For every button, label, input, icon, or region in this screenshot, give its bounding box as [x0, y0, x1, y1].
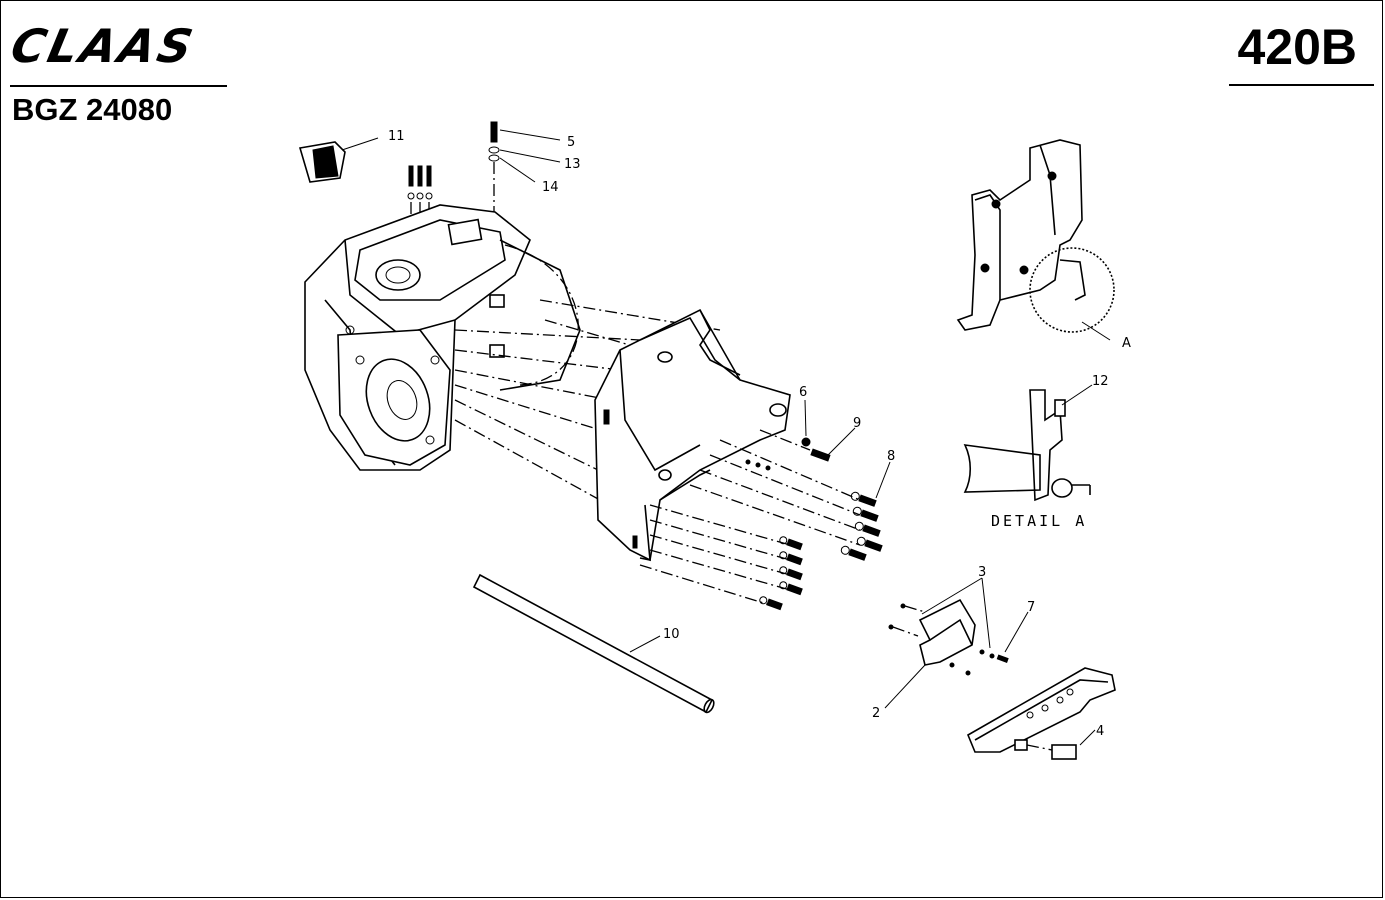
- logo-underline: [10, 85, 227, 87]
- part-2-bracket: [884, 577, 1029, 709]
- callout-11: 11: [388, 129, 405, 144]
- lower-bolt-row: [639, 504, 803, 611]
- callout-14: 14: [542, 180, 559, 195]
- bolt-9: [759, 427, 856, 462]
- part-4-axle-beam: [966, 667, 1116, 760]
- callout-10: 10: [663, 627, 680, 642]
- callout-3: 3: [978, 565, 986, 580]
- callout-5: 5: [567, 135, 575, 150]
- callout-a: A: [1122, 336, 1131, 351]
- assembly-overview: [956, 139, 1115, 341]
- front-frame: [594, 308, 791, 562]
- model-number: 420B: [1237, 19, 1357, 75]
- bolt-group-8: [689, 439, 891, 561]
- part-11-cover: [298, 137, 379, 183]
- callout-12: 12: [1092, 374, 1109, 389]
- callout-9: 9: [853, 416, 861, 431]
- callout-8: 8: [887, 449, 895, 464]
- model-underline: [1229, 84, 1374, 86]
- parts-5-13-14-stack: [488, 121, 561, 232]
- callout-13: 13: [564, 157, 581, 172]
- callout-7: 7: [1027, 600, 1035, 615]
- detail-a-drawing: [963, 384, 1093, 502]
- transmission-housing: [304, 204, 581, 471]
- drawing-code: BGZ 24080: [12, 92, 173, 127]
- part-10-rod: [472, 573, 715, 714]
- washer-6: [801, 399, 811, 447]
- alignment-lines: [454, 299, 721, 501]
- detail-a-caption: DETAIL A: [991, 512, 1087, 530]
- callout-6: 6: [799, 385, 807, 400]
- callout-2: 2: [872, 706, 880, 721]
- callout-4: 4: [1096, 724, 1104, 739]
